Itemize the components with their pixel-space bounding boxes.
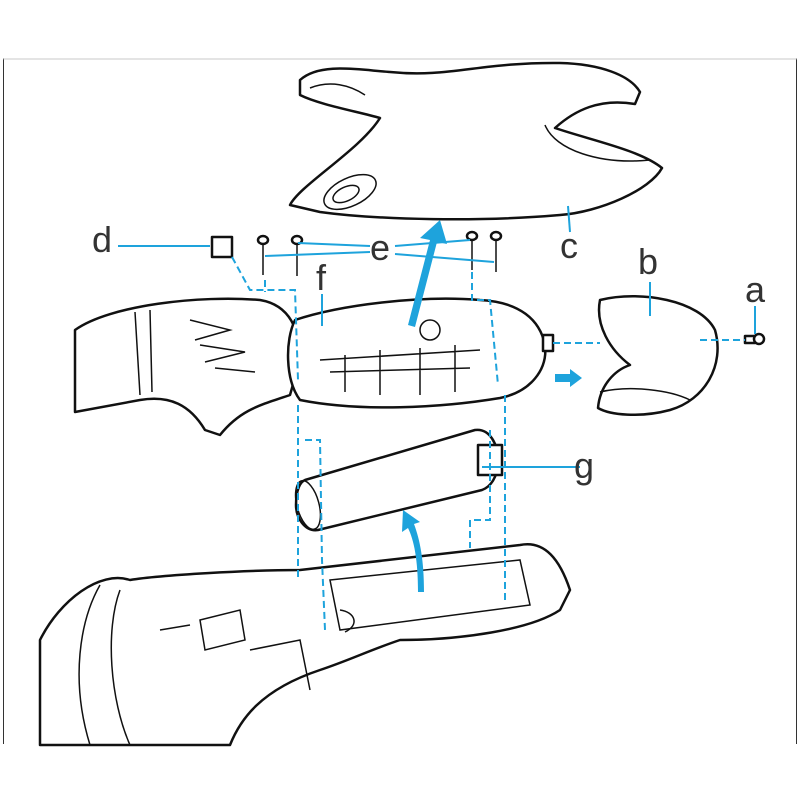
part-e-screws	[256, 230, 503, 276]
label-a: a	[745, 269, 766, 310]
part-f-frame	[286, 297, 555, 409]
arrow-lift-battery	[402, 510, 424, 592]
assembly-guides	[231, 256, 745, 631]
main-housing	[38, 542, 572, 747]
diagram-frame	[3, 58, 797, 744]
blue-arrows	[402, 220, 582, 592]
label-e: e	[370, 227, 391, 268]
part-a-screw	[743, 332, 766, 346]
part-d-square-clip	[210, 235, 234, 259]
label-f: f	[316, 257, 327, 298]
label-c: c	[560, 225, 578, 266]
label-b: b	[638, 241, 659, 282]
part-g-battery	[294, 428, 504, 532]
part-c-top-cover	[288, 61, 664, 221]
label-d: d	[92, 219, 113, 260]
arrow-up-remove-cover	[408, 220, 447, 327]
arrow-right-remove-cap	[555, 369, 582, 387]
cutter-head-part	[73, 297, 302, 437]
label-g: g	[574, 445, 595, 486]
part-b-end-cap	[596, 295, 719, 417]
leader-lines	[118, 205, 756, 468]
